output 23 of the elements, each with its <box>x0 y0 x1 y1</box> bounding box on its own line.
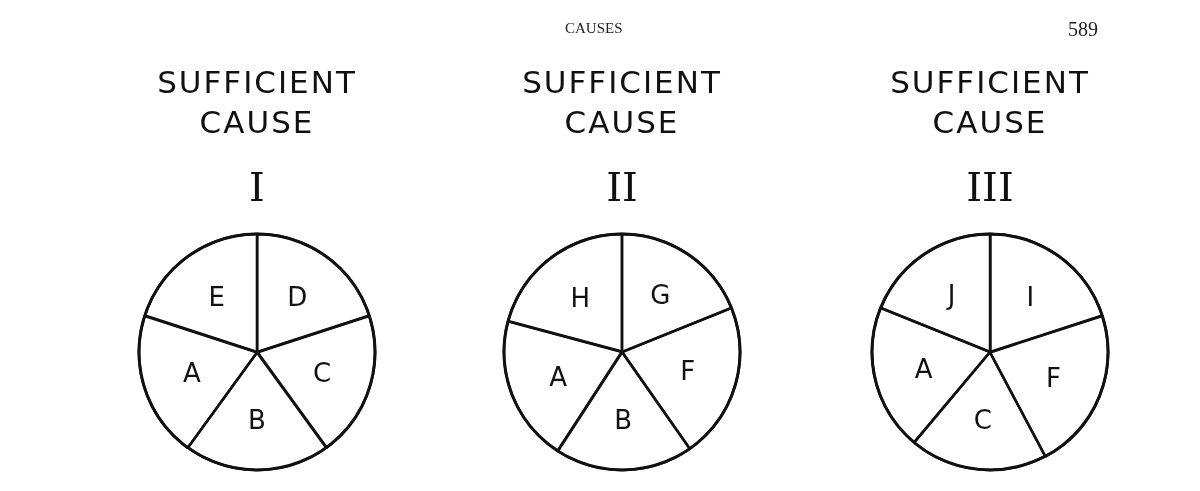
segment-letter: A <box>183 358 201 389</box>
segment-letter: A <box>914 353 933 384</box>
segment-letter: E <box>208 281 225 312</box>
segment-letter: D <box>287 281 308 312</box>
segment-letter: C <box>973 405 992 436</box>
heading: SUFFICIENT CAUSE <box>521 63 723 142</box>
segment-letter: I <box>1026 281 1035 312</box>
segment-letter: B <box>248 405 266 436</box>
heading: SUFFICIENT CAUSE <box>889 63 1091 142</box>
segment-letter: F <box>680 356 696 387</box>
segment-letter: B <box>614 405 633 436</box>
page-number: 589 <box>1068 18 1098 41</box>
roman-numeral: III <box>965 164 1015 210</box>
running-head: CAUSES <box>565 20 623 37</box>
roman-numeral: II <box>605 164 639 210</box>
heading: SUFFICIENT CAUSE <box>156 63 358 142</box>
roman-numeral: I <box>248 164 266 210</box>
segment-letter: J <box>947 280 956 311</box>
segment-letter: H <box>570 282 591 313</box>
segment-letter: G <box>650 280 671 311</box>
segment-letter: F <box>1045 362 1061 393</box>
segment-letter: A <box>549 361 567 392</box>
segment-letter: C <box>313 358 332 389</box>
